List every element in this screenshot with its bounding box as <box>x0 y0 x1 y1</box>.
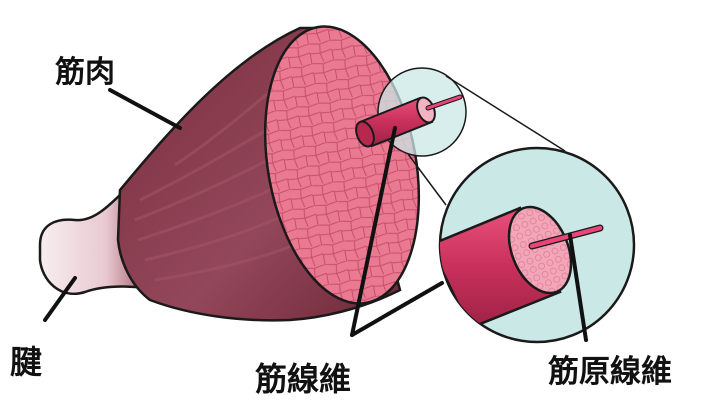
label-tendon: 腱 <box>10 343 42 381</box>
label-muscle-fiber: 筋線維 <box>255 360 351 398</box>
leader-muscle <box>110 90 180 128</box>
label-myofibril: 筋原線維 <box>548 354 672 390</box>
label-muscle: 筋肉 <box>55 55 115 90</box>
